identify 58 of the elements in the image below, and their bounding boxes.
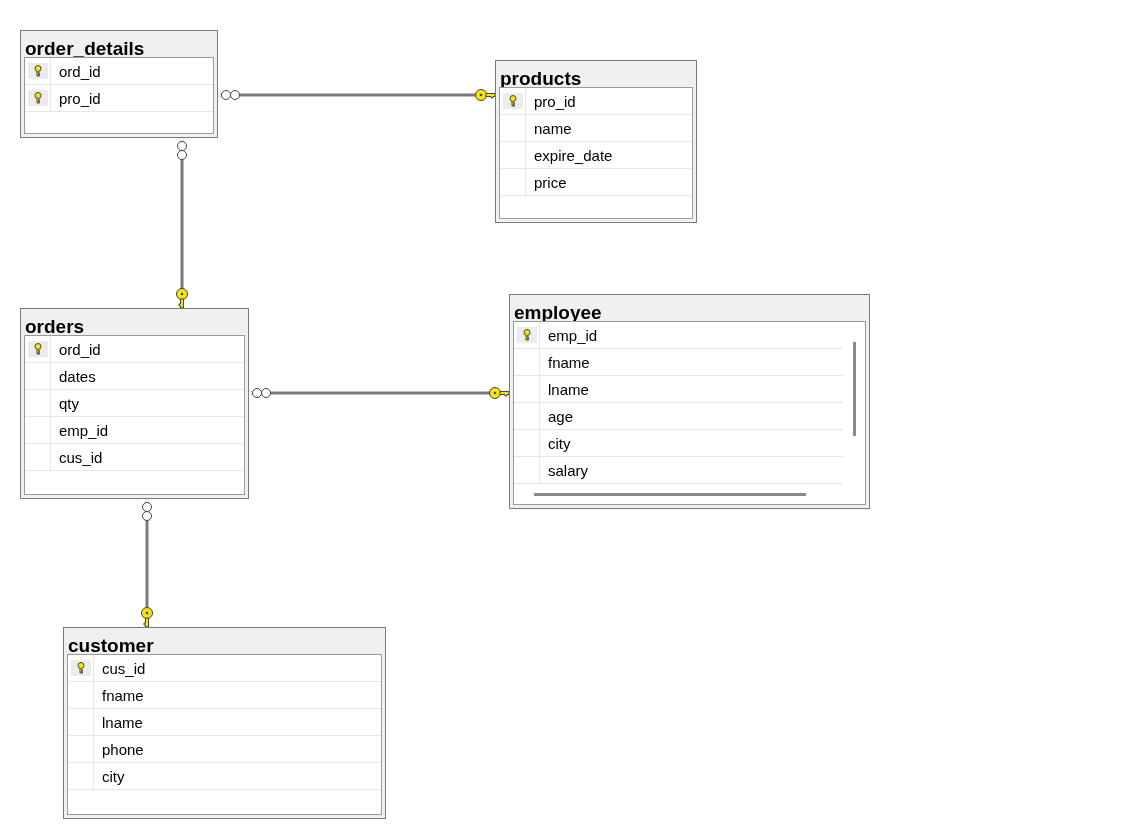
table-row: [514, 403, 843, 430]
table-row: [514, 376, 843, 403]
table-row: [514, 430, 843, 457]
table-title: employee: [513, 301, 603, 321]
table-box: [20, 30, 218, 138]
column-name: price: [533, 173, 567, 193]
table-row: [25, 390, 244, 417]
column-name: age: [547, 407, 574, 427]
table-row: [25, 417, 244, 444]
table-title: orders: [24, 315, 86, 335]
column-name: ord_id: [58, 62, 101, 82]
column-name: name: [533, 119, 572, 139]
table-row: [500, 88, 692, 115]
column-name: city: [101, 767, 125, 787]
table-row: [68, 655, 381, 682]
column-name: lname: [547, 380, 589, 400]
table-title: products: [499, 67, 583, 87]
column-name: city: [547, 434, 571, 454]
table-row: [68, 682, 381, 709]
table-box: [509, 294, 870, 509]
table-box: [495, 60, 697, 223]
column-name: qty: [58, 394, 79, 414]
column-name: fname: [547, 353, 590, 373]
column-name: cus_id: [58, 448, 103, 468]
table-box: [20, 308, 249, 499]
table-row: [514, 457, 843, 484]
table-box: [63, 627, 386, 819]
table-row: [25, 336, 244, 363]
table-row: [68, 709, 381, 736]
column-name: pro_id: [58, 89, 101, 109]
column-name: pro_id: [533, 92, 576, 112]
column-name: lname: [101, 713, 143, 733]
column-name: salary: [547, 461, 588, 481]
relationship-line: [176, 137, 188, 309]
table-row: [514, 322, 843, 349]
table-row: [25, 58, 213, 85]
table-row: [514, 349, 843, 376]
relationship-line: [248, 387, 510, 399]
column-name: emp_id: [547, 326, 598, 346]
relationship-line: [217, 89, 496, 101]
table-title: order_details: [24, 37, 146, 57]
table-row: [68, 763, 381, 790]
column-name: ord_id: [58, 340, 101, 360]
column-name: phone: [101, 740, 144, 760]
table-row: [500, 115, 692, 142]
table-row: [25, 444, 244, 471]
table-row: [500, 142, 692, 169]
table-row: [25, 363, 244, 390]
table-title: customer: [67, 634, 155, 654]
column-name: expire_date: [533, 146, 613, 166]
column-name: emp_id: [58, 421, 109, 441]
column-name: dates: [58, 367, 96, 387]
table-row: [68, 736, 381, 763]
column-name: fname: [101, 686, 144, 706]
relationship-line: [141, 498, 153, 628]
table-row: [500, 169, 692, 196]
column-name: cus_id: [101, 659, 146, 679]
table-row: [25, 85, 213, 112]
